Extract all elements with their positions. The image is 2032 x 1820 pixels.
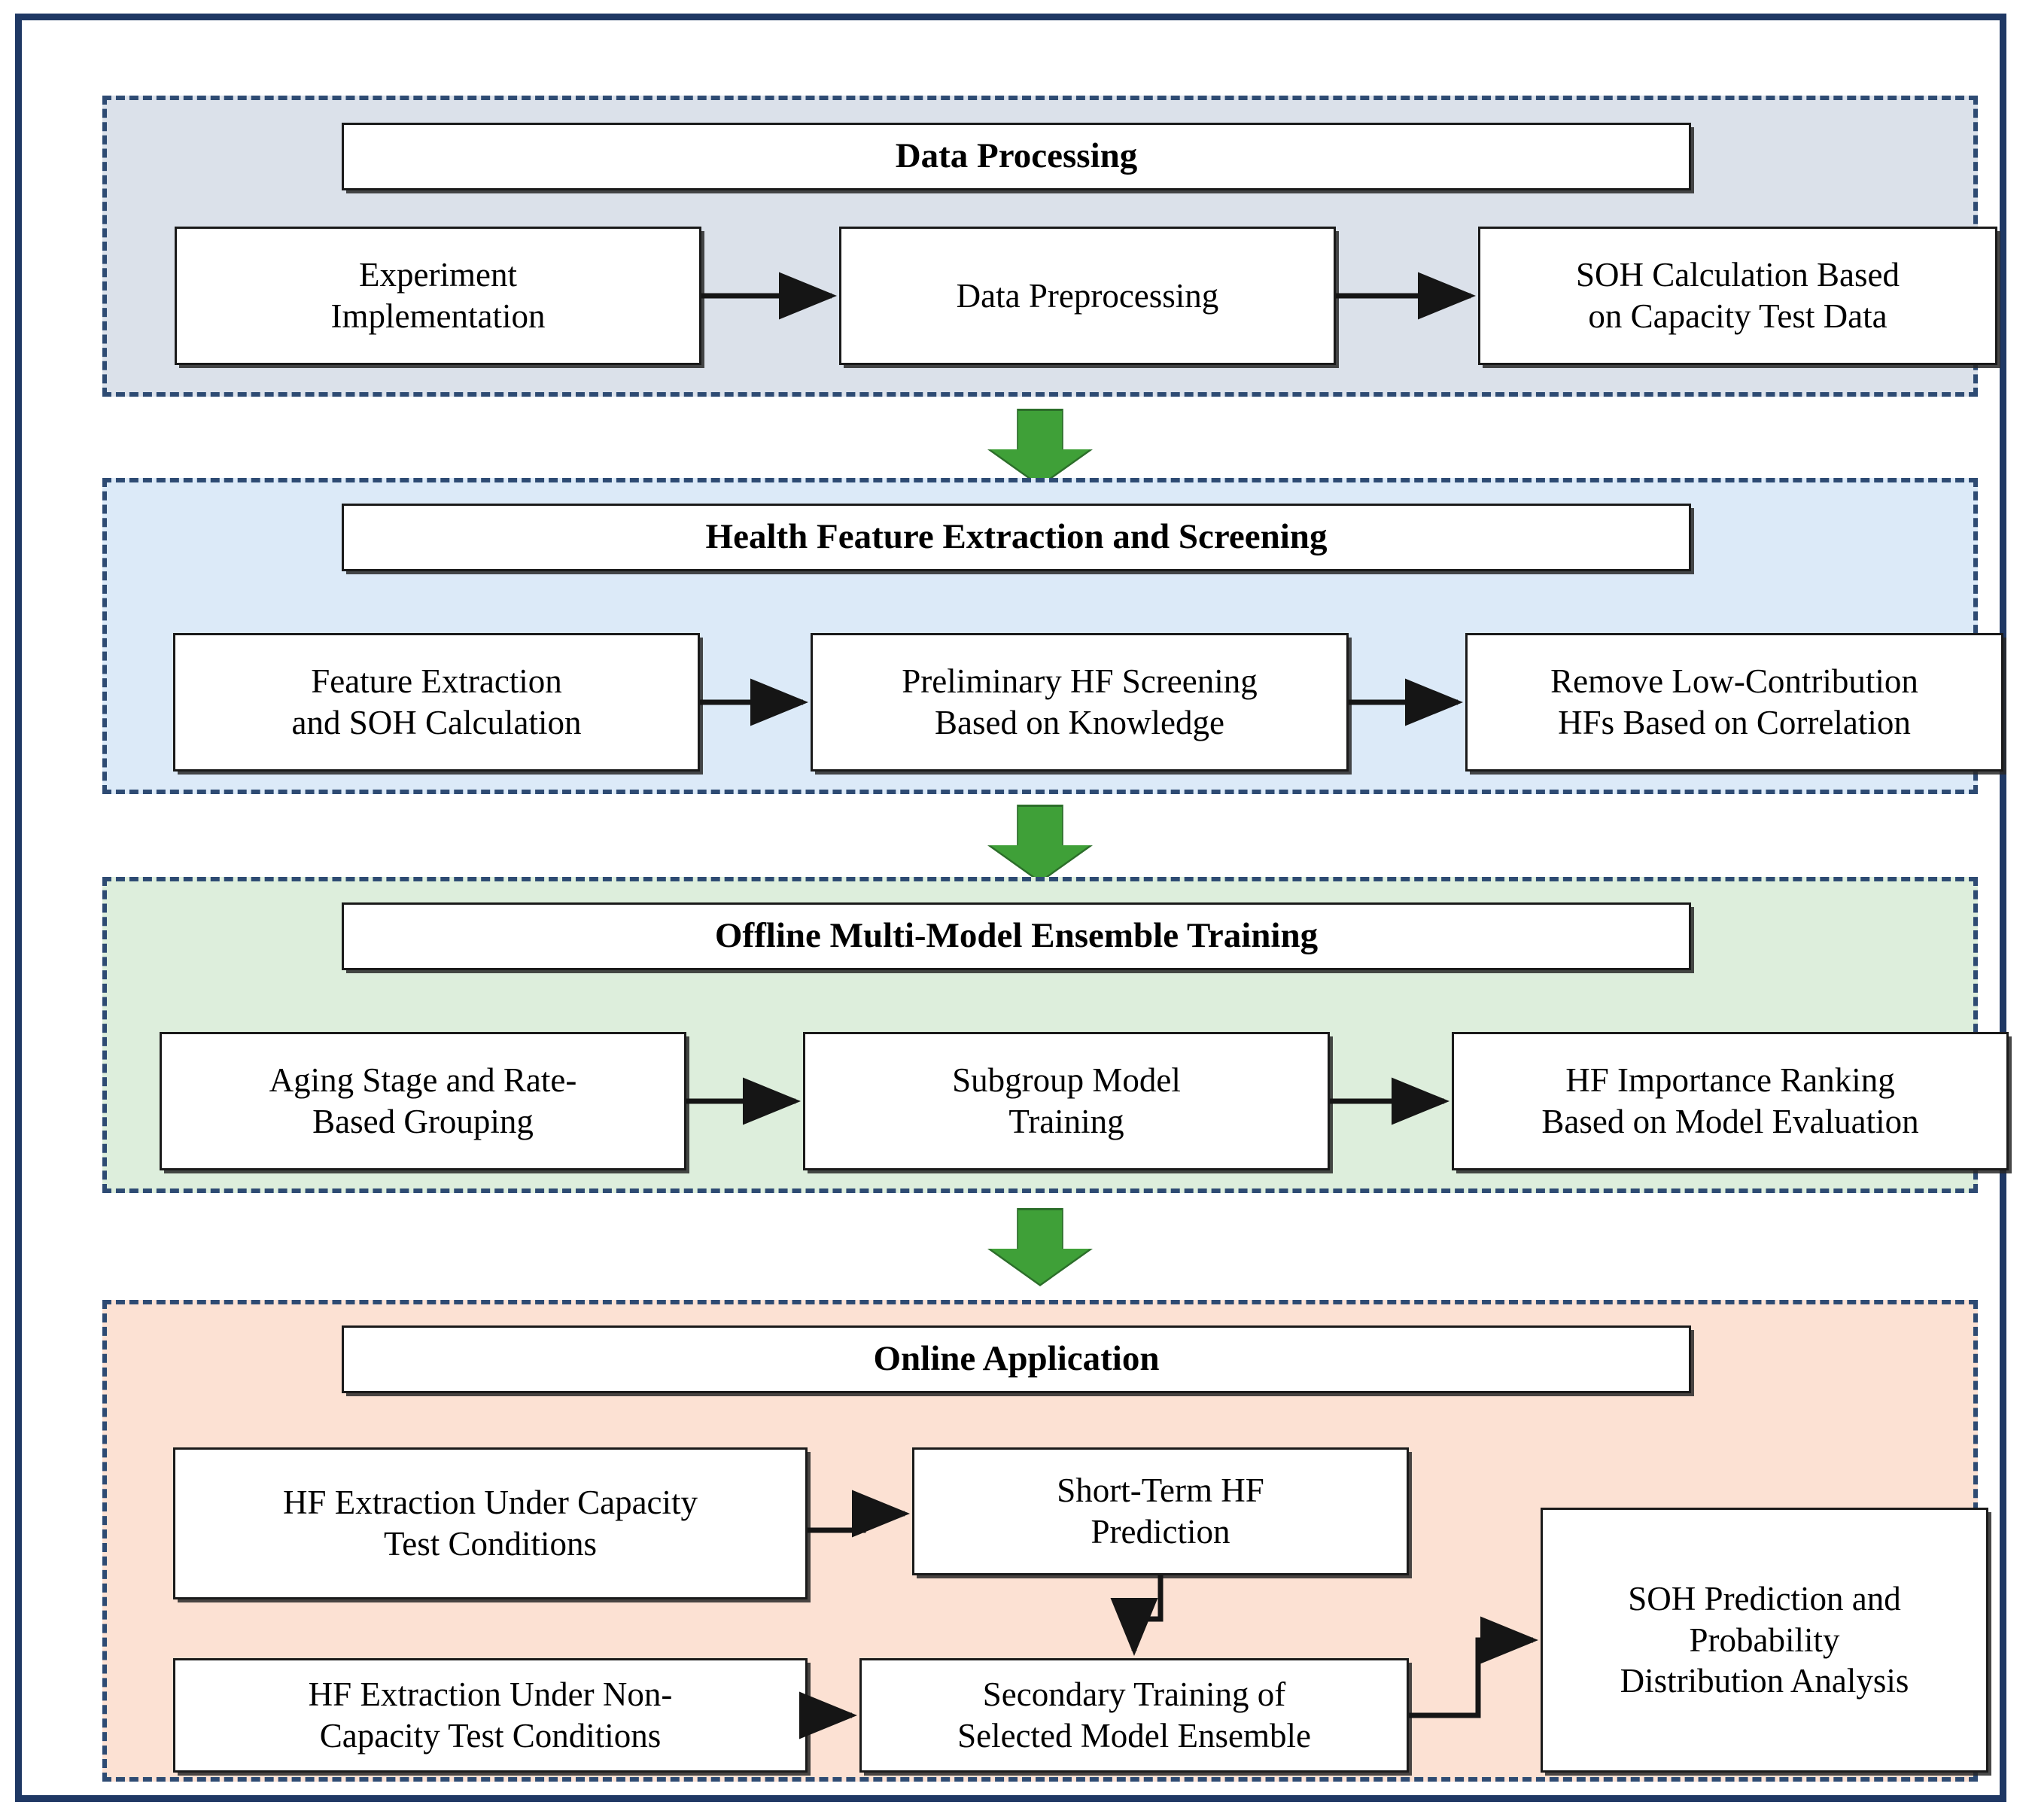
arrow-secondary-to-sohprediction (1409, 1616, 1538, 1718)
stage-title-offline-training: Offline Multi-Model Ensemble Training (342, 902, 1691, 970)
arrow-shortterm-to-secondary (1110, 1575, 1164, 1656)
stage-panel-health-feature: Health Feature Extraction and Screening … (102, 478, 2003, 794)
step-label: Aging Stage and Rate-Based Grouping (269, 1061, 577, 1140)
stage-title-health-feature: Health Feature Extraction and Screening (342, 504, 1691, 571)
stage-panel-online-application: Online Application HF Extraction Under C… (102, 1300, 1988, 1782)
stage-title-text: Online Application (873, 1339, 1160, 1379)
stage-panel-offline-training: Offline Multi-Model Ensemble Training Ag… (102, 877, 2009, 1193)
step-box-data-preprocessing: Data Preprocessing (839, 227, 1336, 365)
green-down-arrow-icon-3 (990, 1210, 1090, 1284)
stage-title-data-processing: Data Processing (342, 123, 1691, 190)
step-label: HF Extraction Under Non-Capacity Test Co… (308, 1675, 673, 1755)
stage-title-text: Offline Multi-Model Ensemble Training (714, 916, 1319, 956)
stage-title-online-application: Online Application (342, 1325, 1691, 1393)
green-down-arrow-icon-2 (990, 807, 1090, 881)
arrow-capacity-to-shortterm (808, 1490, 910, 1538)
stage-title-text: Health Feature Extraction and Screening (705, 517, 1328, 557)
step-box-aging-stage-grouping: Aging Stage and Rate-Based Grouping (160, 1032, 686, 1170)
step-box-hf-extraction-noncapacity: HF Extraction Under Non-Capacity Test Co… (173, 1658, 808, 1773)
step-label: Data Preprocessing (956, 276, 1219, 315)
green-down-arrow-icon-1 (990, 411, 1090, 485)
stage-title-text: Data Processing (895, 136, 1138, 176)
